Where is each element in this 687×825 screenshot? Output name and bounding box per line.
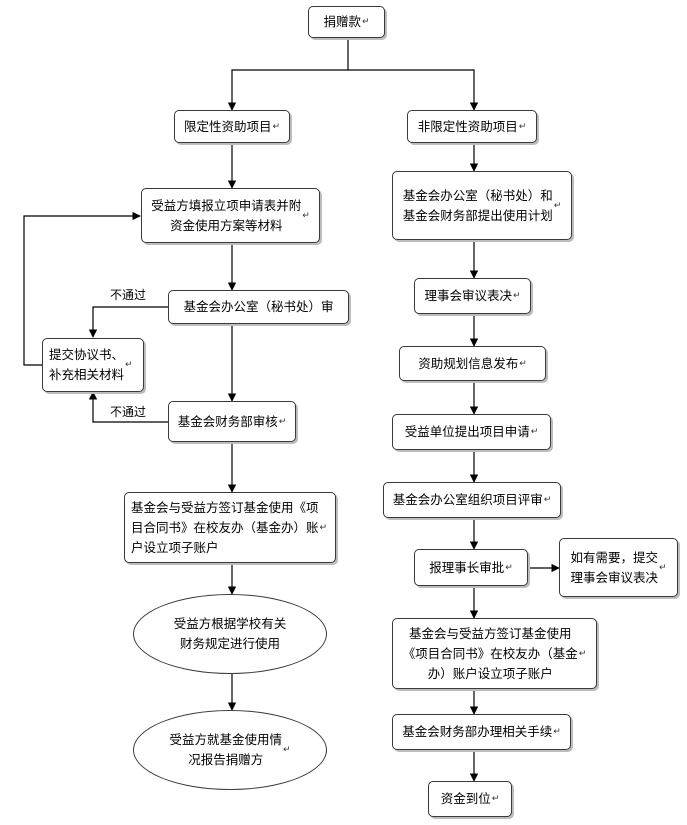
node-apply-text: 受益单位提出项目申请 [404,424,530,439]
return-mark: ↵ [302,210,310,221]
node-restricted-text: 限定性资助项目 [183,118,272,134]
return-mark: ↵ [282,745,291,755]
node-if-needed-text: 如有需要，提交 理事会审议表决 [570,549,658,585]
node-funds-arrive-text: 资金到位 [440,791,491,806]
node-sign-right-text: 基金会与受益方签订基金使用 《项目合同书》在校友办（基金 办）账户设立项子账户 [402,625,578,681]
node-use-funds-text: 受益方根据学校有关 财务规定进行使用 [173,616,287,651]
node-office-review-text: 基金会办公室（秘书处）审 [183,299,334,314]
return-mark: ↵ [505,562,513,573]
edge-donation-right [348,69,479,111]
node-finance-review: 基金会财务部审核↵ [168,401,296,442]
edge-donation-split [227,38,349,111]
node-board-vote: 理事会审议表决↵ [414,278,531,314]
node-donation: 捐赠款↵ [308,6,385,38]
return-mark: ↵ [319,522,328,533]
node-fill-form: 受益方填报立项申请表并附 资金使用方案等材料↵ [141,188,320,243]
node-sign-left-text: 基金会与受益方签订基金使用《项 目合同书》在校友办（基金办）账 户设立项子账户 [131,499,319,555]
label-fail-office: 不通过 [110,288,147,302]
return-mark: ↵ [278,416,287,427]
node-finance-proc-text: 基金会财务部办理相关手续 [402,724,553,739]
node-plan-text: 基金会办公室（秘书处）和 基金会财务部提出使用计划 [402,187,553,223]
node-plan: 基金会办公室（秘书处）和 基金会财务部提出使用计划↵ [392,171,572,240]
node-sign-right: 基金会与受益方签订基金使用 《项目合同书》在校友办（基金 办）账户设立项子账户↵ [392,618,597,689]
return-mark: ↵ [553,727,561,737]
return-mark: ↵ [578,648,587,659]
node-fill-form-text: 受益方填报立项申请表并附 资金使用方案等材料 [151,197,302,233]
node-report: 受益方就基金使用情 况报告捐赠方↵ [133,710,327,790]
return-mark: ↵ [272,121,281,132]
edge-finance-reject [88,391,168,423]
node-submit-agreement: 提交协议书、 补充相关材料↵ [42,338,144,392]
node-finance-proc: 基金会财务部办理相关手续↵ [392,714,571,750]
node-unrestricted-text: 非限定性资助项目 [417,118,518,134]
node-donation-text: 捐赠款 [323,14,361,29]
node-funds-arrive: 资金到位↵ [428,781,512,817]
node-report-text: 受益方就基金使用情 况报告捐赠方 [169,732,282,767]
node-restricted: 限定性资助项目↵ [174,110,290,143]
node-unrestricted: 非限定性资助项目↵ [407,110,537,143]
node-submit-agreement-text: 提交协议书、 补充相关材料 [49,347,125,382]
node-board-vote-text: 理事会审议表决 [424,288,512,303]
node-sign-left: 基金会与受益方签订基金使用《项 目合同书》在校友办（基金办）账 户设立项子账户↵ [124,492,336,563]
return-mark: ↵ [491,794,500,804]
return-mark: ↵ [125,360,133,370]
return-mark: ↵ [361,17,370,27]
return-mark: ↵ [543,495,552,505]
return-mark: ↵ [553,200,562,211]
node-if-needed: 如有需要，提交 理事会审议表决↵ [559,538,678,597]
edge-resubmit [23,211,141,366]
node-chair-approve-text: 报理事长审批 [429,559,505,575]
node-chair-approve: 报理事长审批↵ [414,549,528,586]
node-office-review: 基金会办公室（秘书处）审 [168,290,349,324]
node-evaluate: 基金会办公室组织项目评审↵ [383,482,561,518]
return-mark: ↵ [530,427,539,437]
return-mark: ↵ [518,121,527,132]
return-mark: ↵ [519,358,527,369]
edge-office-reject [88,306,168,338]
node-use-funds: 受益方根据学校有关 财务规定进行使用 [133,594,327,674]
node-publish: 资助规划信息发布↵ [399,346,546,381]
node-finance-review-text: 基金会财务部审核 [177,413,278,429]
label-fail-finance: 不通过 [110,405,147,419]
node-evaluate-text: 基金会办公室组织项目评审 [392,492,543,507]
node-apply: 受益单位提出项目申请↵ [392,414,551,450]
node-publish-text: 资助规划信息发布 [418,355,519,371]
return-mark: ↵ [512,291,521,301]
return-mark: ↵ [658,562,667,573]
